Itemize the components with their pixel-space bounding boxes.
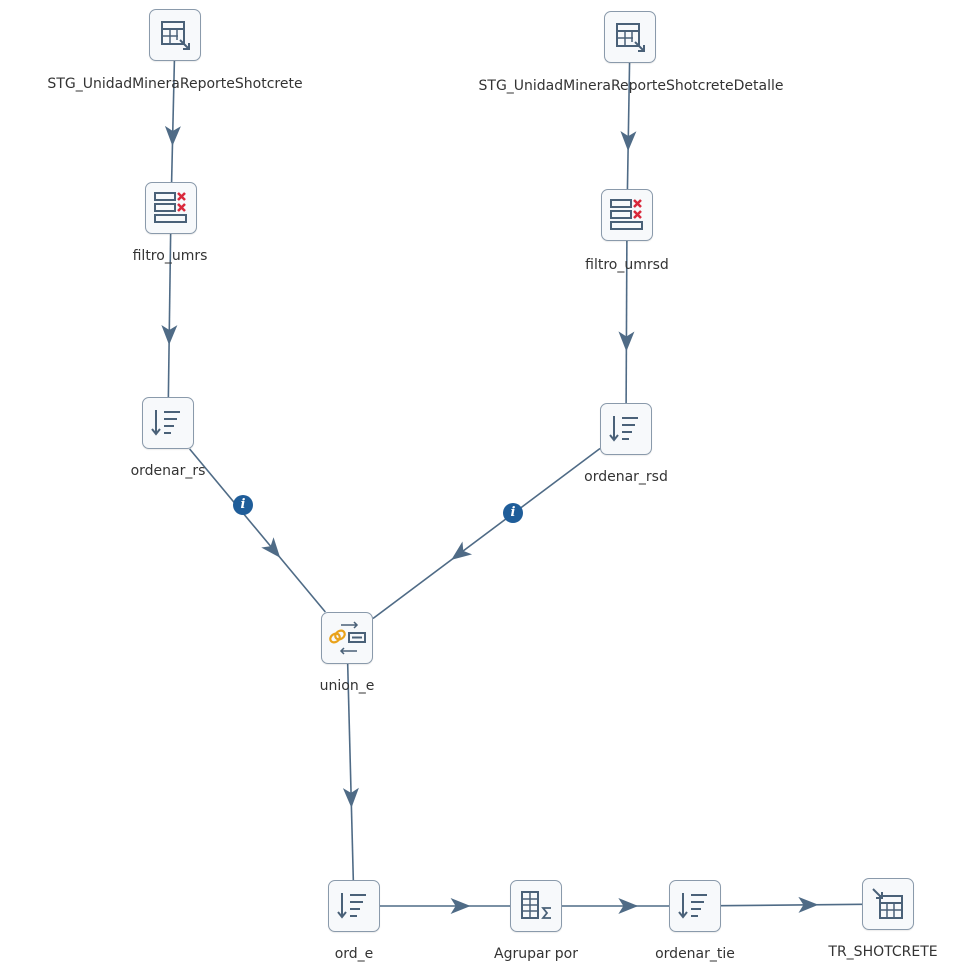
sort-rows-icon bbox=[678, 893, 707, 919]
merge-join-icon bbox=[329, 621, 366, 655]
step-label: filtro_umrsd bbox=[585, 257, 669, 273]
hop-arrowhead bbox=[161, 324, 178, 346]
step-ordenar-rsd[interactable] bbox=[600, 403, 652, 455]
step-agrupar-por[interactable] bbox=[510, 880, 562, 932]
filter-rows-icon bbox=[610, 199, 643, 230]
hop-arrowhead bbox=[450, 898, 471, 914]
step-label: ordenar_rsd bbox=[584, 469, 668, 485]
step-label: TR_SHOTCRETE bbox=[828, 944, 938, 960]
hop-arrowhead bbox=[261, 537, 281, 558]
table-input-icon bbox=[161, 21, 190, 50]
sort-rows-icon bbox=[337, 893, 366, 919]
step-filtro-umrsd[interactable] bbox=[601, 189, 653, 241]
step-tr-shotcrete[interactable] bbox=[862, 878, 914, 930]
step-ord-e[interactable] bbox=[328, 880, 380, 932]
sort-rows-icon bbox=[609, 416, 638, 442]
group-by-icon bbox=[521, 891, 551, 919]
filter-rows-icon bbox=[154, 192, 187, 223]
hop-line[interactable] bbox=[372, 447, 601, 620]
hop-arrowhead bbox=[342, 787, 359, 808]
hop-line[interactable] bbox=[626, 62, 631, 190]
hop-line[interactable] bbox=[167, 233, 172, 398]
hop-arrowhead bbox=[618, 331, 635, 352]
table-output-icon bbox=[872, 888, 903, 919]
hop-line[interactable] bbox=[720, 903, 863, 907]
hop-arrowhead bbox=[798, 896, 819, 913]
step-label: ordenar_rs bbox=[130, 463, 206, 479]
hop-arrowhead bbox=[164, 125, 181, 147]
hop-arrowhead bbox=[451, 541, 473, 560]
table-input-icon bbox=[616, 23, 645, 52]
step-label: filtro_umrs bbox=[132, 248, 208, 264]
hop-line[interactable] bbox=[170, 60, 176, 183]
hop-line[interactable] bbox=[625, 240, 628, 404]
hop-line[interactable] bbox=[346, 663, 355, 881]
step-label: STG_UnidadMineraReporteShotcrete bbox=[47, 76, 303, 92]
hop-line[interactable] bbox=[189, 448, 326, 613]
sort-rows-icon bbox=[151, 410, 180, 436]
step-union-e[interactable] bbox=[321, 612, 373, 664]
step-label: Agrupar por bbox=[494, 946, 578, 962]
step-ordenar-tie[interactable] bbox=[669, 880, 721, 932]
step-ordenar-rs[interactable] bbox=[142, 397, 194, 449]
step-filtro-umrs[interactable] bbox=[145, 182, 197, 234]
hop-info-icon[interactable]: i bbox=[233, 495, 253, 515]
hop-arrowhead bbox=[620, 130, 637, 152]
hop-arrowhead bbox=[618, 898, 639, 914]
step-label: STG_UnidadMineraReporteShotcreteDetalle bbox=[478, 78, 784, 94]
step-stg-unidad-minera-reporte-shotcrete[interactable] bbox=[149, 9, 201, 61]
hop-info-icon[interactable]: i bbox=[503, 503, 523, 523]
step-stg-unidad-minera-reporte-shotcrete-detalle[interactable] bbox=[604, 11, 656, 63]
step-label: union_e bbox=[319, 678, 375, 694]
step-label: ord_e bbox=[334, 946, 374, 962]
step-label: ordenar_tie bbox=[655, 946, 735, 962]
